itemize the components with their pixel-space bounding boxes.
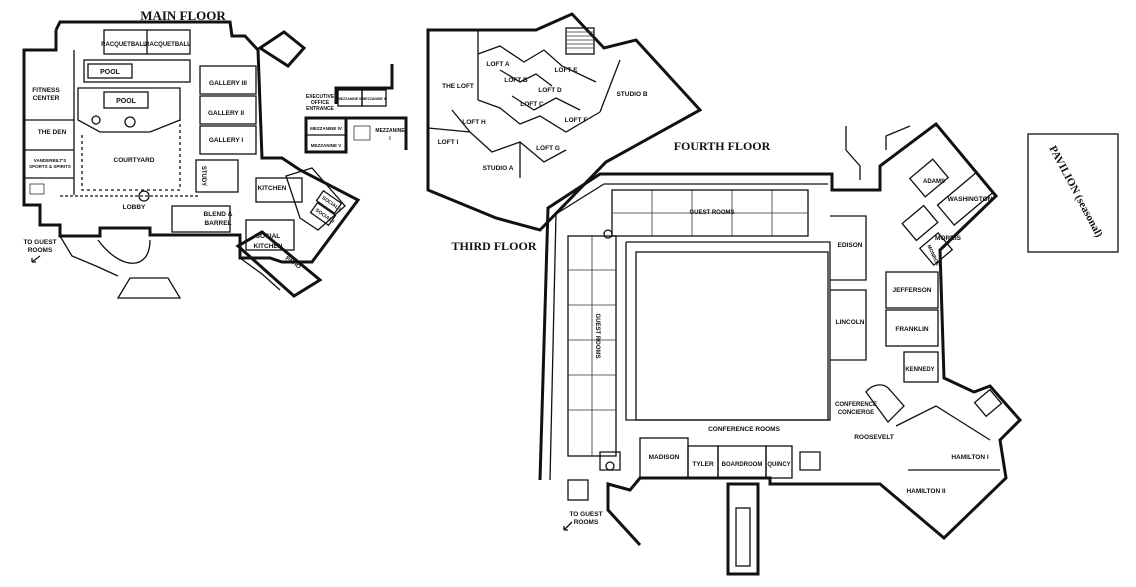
the-loft-label: THE LOFT xyxy=(442,83,474,90)
loft-f-label: LOFT F xyxy=(565,117,588,124)
edison-label: EDISON xyxy=(838,242,863,249)
social-kitchen-label-2: KITCHEN xyxy=(254,243,283,250)
third-floor-title: THIRD FLOOR xyxy=(451,239,536,253)
loft-h-label: LOFT H xyxy=(462,119,486,126)
hamilton-2-label: HAMILTON II xyxy=(906,488,945,495)
washington-label: WASHINGTON xyxy=(948,196,993,203)
fitness-center-label-2: CENTER xyxy=(33,95,60,102)
racquetball-1-label: RACQUETBALL xyxy=(101,42,147,48)
boardroom-label: BOARDROOM xyxy=(722,462,763,468)
lincoln-label: LINCOLN xyxy=(836,319,865,326)
morris-label: MORRIS xyxy=(935,235,962,242)
guest-rooms-top-label: GUEST ROOMS xyxy=(689,210,734,216)
exec-office-label-3: ENTRANCE xyxy=(306,106,334,112)
madison-label: MADISON xyxy=(649,454,680,461)
mezzanine-2-label: MEZZANINE II xyxy=(362,97,385,101)
social-kitchen-label-1: SOCIAL xyxy=(256,233,281,240)
mezzanine-5-label: MEZZANINE V xyxy=(311,143,342,148)
guest-rooms-left-label: GUEST ROOMS xyxy=(594,313,600,358)
pavilion-plan: PAVILION (seasonal) xyxy=(1027,133,1119,253)
conference-concierge-label-1: CONFERENCE xyxy=(835,402,877,408)
blend-barrel-label-2: BARREL xyxy=(204,220,231,227)
courtyard-label: COURTYARD xyxy=(114,157,155,164)
fourth-to-guest-rooms-label-1: TO GUEST xyxy=(569,511,602,518)
studio-b-label: STUDIO B xyxy=(616,91,647,98)
conference-concierge-label-2: CONCIERGE xyxy=(838,410,874,416)
vanderbilts-label-2: SPORTS & SPIRITS xyxy=(29,164,71,169)
fourth-floor-plan: FOURTH FLOOR xyxy=(538,121,1023,576)
pool-1-label: POOL xyxy=(100,69,121,76)
fitness-center-label-1: FITNESS xyxy=(32,87,60,94)
kitchen-label: KITCHEN xyxy=(258,185,287,192)
adams-label: ADAMS xyxy=(923,179,945,185)
loft-d-label: LOFT D xyxy=(538,87,562,94)
mezzanine-1-label-2: I xyxy=(389,136,391,142)
gallery-2-label: GALLERY II xyxy=(208,110,244,117)
loft-a-label: LOFT A xyxy=(486,61,510,68)
loft-g-label: LOFT G xyxy=(536,145,560,152)
loft-e-label: LOFT E xyxy=(554,67,578,74)
mezzanine-4-label: MEZZANINE IV xyxy=(310,126,342,131)
vanderbilts-label-1: VANDERBILT'S xyxy=(34,158,66,163)
exec-office-label-2: OFFICE xyxy=(311,100,330,106)
fourth-to-guest-rooms-label-2: ROOMS xyxy=(574,519,599,526)
tyler-label: TYLER xyxy=(692,461,714,468)
the-den-label: THE DEN xyxy=(38,129,67,136)
arrow-icon xyxy=(563,521,573,531)
study-label: STUDY xyxy=(200,166,206,186)
studio-a-label: STUDIO A xyxy=(483,165,514,172)
conference-rooms-label: CONFERENCE ROOMS xyxy=(708,426,781,433)
blend-barrel-label-1: BLEND & xyxy=(204,211,233,218)
hamilton-1-label: HAMILTON I xyxy=(951,454,989,461)
quincy-label: QUINCY xyxy=(767,462,790,468)
loft-c-label: LOFT C xyxy=(520,101,544,108)
lobby-label: LOBBY xyxy=(123,204,146,211)
pavilion-label: PAVILION (seasonal) xyxy=(1046,144,1105,240)
gallery-3-label: GALLERY III xyxy=(209,80,247,87)
loft-b-label: LOFT B xyxy=(504,77,528,84)
jefferson-label: JEFFERSON xyxy=(892,287,931,294)
main-to-guest-rooms-label-1: TO GUEST xyxy=(23,239,56,246)
exec-office-label-1: EXECUTIVE xyxy=(306,94,335,100)
kennedy-label: KENNEDY xyxy=(905,367,934,373)
gallery-1-label: GALLERY I xyxy=(209,137,244,144)
mezzanine-3-label: MEZZANINE III xyxy=(338,97,362,101)
mezzanine-1-label-1: MEZZANINE xyxy=(375,128,405,134)
franklin-label: FRANKLIN xyxy=(895,326,929,333)
main-floor-title: MAIN FLOOR xyxy=(140,8,226,23)
roosevelt-label: ROOSEVELT xyxy=(854,434,894,441)
arrow-icon xyxy=(31,255,41,263)
loft-i-label: LOFT I xyxy=(438,139,459,146)
racquetball-2-label: RACQUETBALL xyxy=(145,42,191,48)
third-floor-plan: THIRD FLOOR THE LOFT LOFT A LOFT B LOFT … xyxy=(426,12,703,253)
pool-2-label: POOL xyxy=(116,98,137,105)
main-to-guest-rooms-label-2: ROOMS xyxy=(28,247,53,254)
mezzanine-plan: EXECUTIVE OFFICE ENTRANCE MEZZANINE III … xyxy=(304,64,408,154)
fourth-floor-title: FOURTH FLOOR xyxy=(674,139,771,153)
